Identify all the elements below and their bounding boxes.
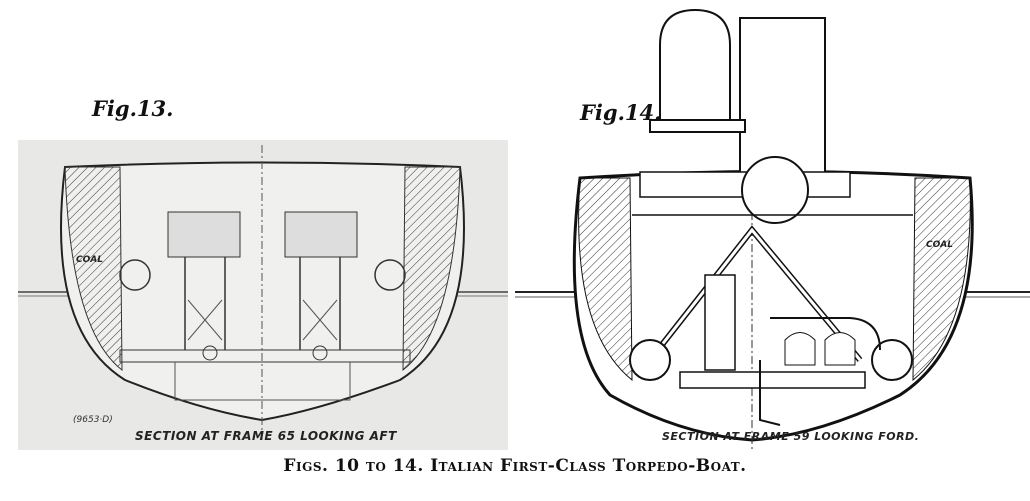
fig13-drawing <box>18 140 508 450</box>
fig13-section-label: SECTION AT FRAME 65 LOOKING AFT <box>135 429 397 443</box>
fig13-label: Fig.13. <box>92 96 174 121</box>
figure-caption: Figs. 10 to 14. Italian First-Class Torp… <box>283 456 747 476</box>
fig14-drawing <box>515 8 1030 450</box>
fig13-coal-label: COAL <box>76 255 103 265</box>
fig14-label: Fig.14. <box>580 100 662 125</box>
fig14-section-label: SECTION AT FRAME 59 LOOKING FORD. <box>662 430 920 443</box>
fig14-coal-label: COAL <box>926 240 953 250</box>
fig13-reference-number: (9653·D) <box>73 415 113 425</box>
